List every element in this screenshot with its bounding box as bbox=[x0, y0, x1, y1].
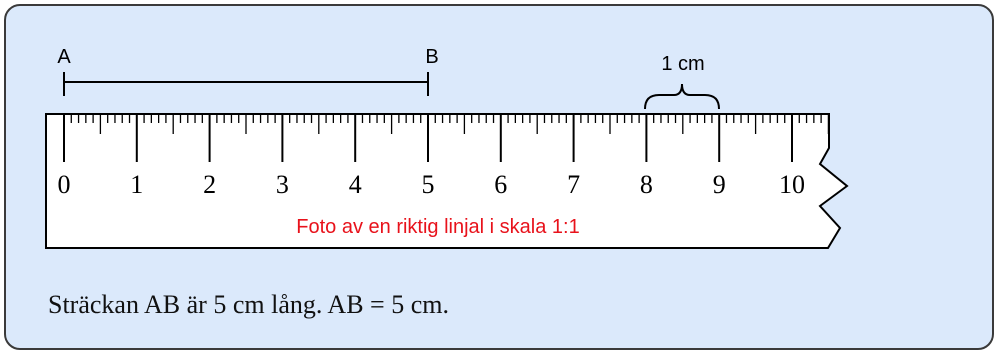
ruler-number: 5 bbox=[422, 170, 435, 199]
curly-brace-shape bbox=[644, 83, 720, 110]
point-a-label: A bbox=[57, 46, 71, 68]
segment-ab: A B bbox=[57, 46, 439, 96]
ruler-numbers: 0 1 2 3 4 5 6 7 8 9 10 bbox=[58, 170, 806, 199]
ruler-number: 8 bbox=[640, 170, 653, 199]
ruler-number: 10 bbox=[779, 170, 805, 199]
point-b-label: B bbox=[425, 46, 438, 68]
ruler-note: Foto av en riktig linjal i skala 1:1 bbox=[296, 216, 579, 238]
ruler-ticks bbox=[63, 114, 830, 162]
ruler-number: 9 bbox=[713, 170, 726, 199]
ruler-number: 2 bbox=[203, 170, 216, 199]
ruler: 0 1 2 3 4 5 6 7 8 9 10 Foto av en riktig linjal i … bbox=[45, 113, 849, 249]
ruler-number: 0 bbox=[58, 170, 71, 199]
ruler-number: 4 bbox=[349, 170, 362, 199]
ruler-number: 6 bbox=[494, 170, 507, 199]
one-cm-label: 1 cm bbox=[661, 53, 704, 75]
ruler-number: 7 bbox=[567, 170, 580, 199]
ruler-number: 3 bbox=[276, 170, 289, 199]
caption-text: Sträckan AB är 5 cm lång. AB = 5 cm. bbox=[48, 290, 449, 319]
ruler-number: 1 bbox=[130, 170, 143, 199]
one-cm-brace: 1 cm bbox=[644, 53, 720, 110]
